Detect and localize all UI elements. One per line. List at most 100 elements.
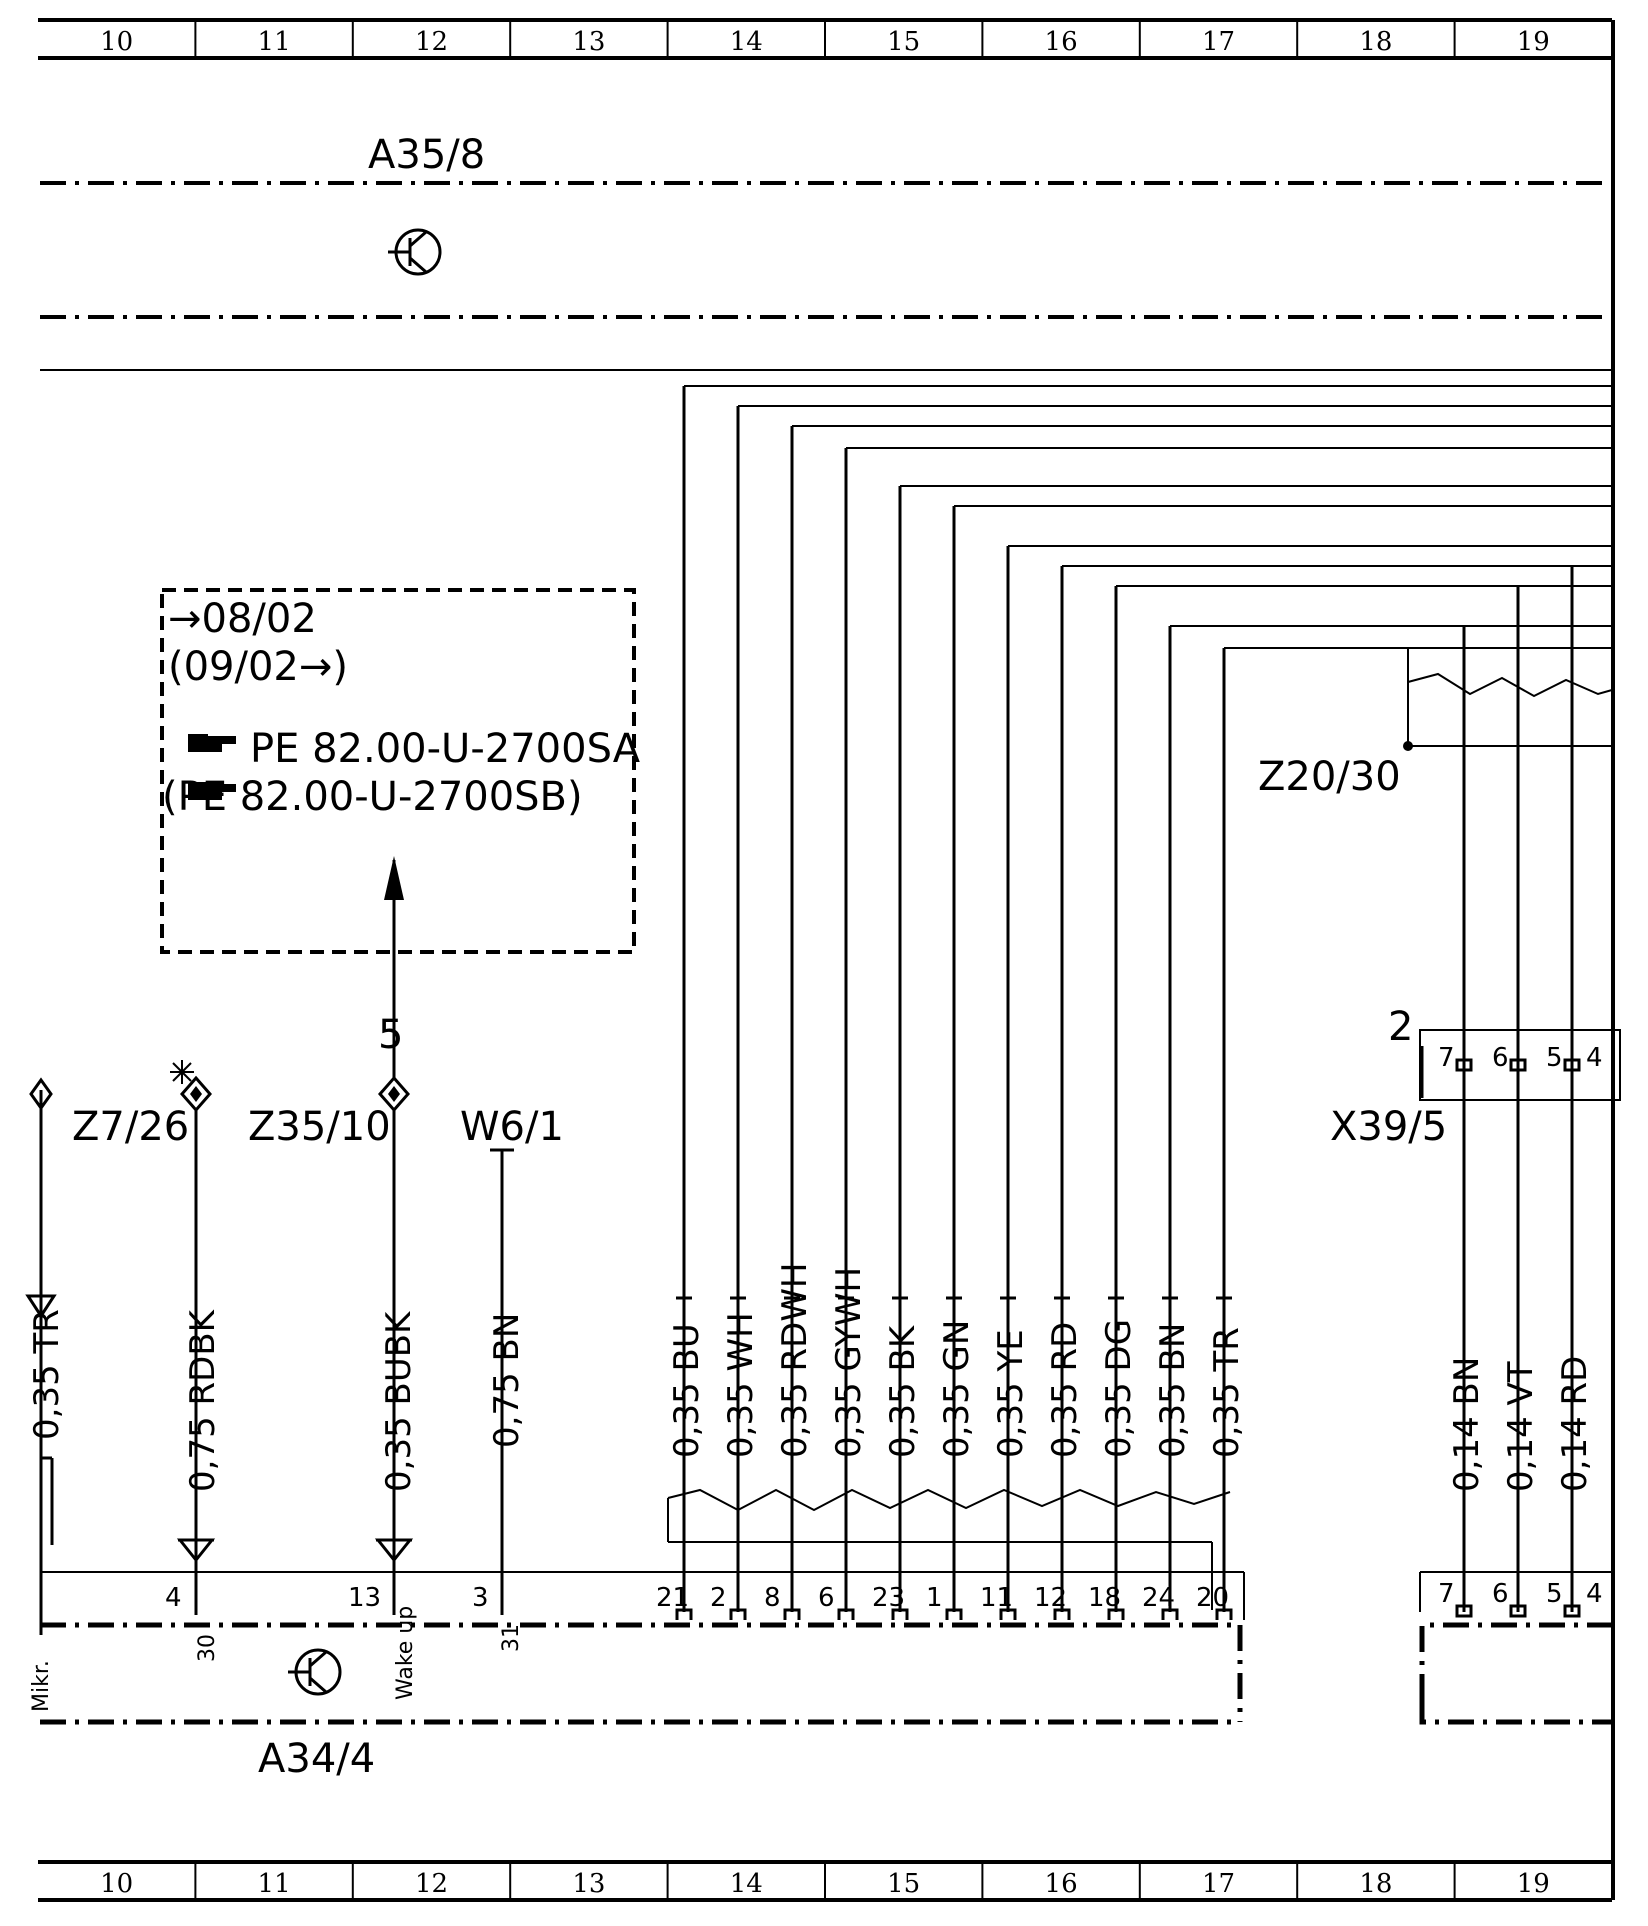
- bus-wire-label: 0,35 BK: [883, 1324, 923, 1458]
- hand-pointer-icon: [188, 734, 236, 752]
- pin-label: 21: [656, 1583, 689, 1613]
- bus-wire-5[interactable]: 0,35 BK 23: [872, 485, 1612, 1620]
- ground-w6-1-label: W6/1: [460, 1104, 564, 1150]
- pin-label: 23: [872, 1583, 905, 1613]
- wire-rdbk[interactable]: Z7/26 0,75 RDBK 4 30: [72, 1060, 223, 1662]
- wire-tr-partial[interactable]: 0,35 TR Mikr.: [25, 1077, 67, 1712]
- pin-label: 1: [926, 1583, 943, 1613]
- pin-label: 12: [1034, 1583, 1067, 1613]
- x39-pin-label: 4: [1586, 1043, 1603, 1073]
- bottom-cell-12: 12: [415, 1869, 448, 1899]
- transistor-icon: [388, 228, 442, 276]
- bus-wire-label: 0,35 BN: [1153, 1323, 1193, 1458]
- bus-wire-7[interactable]: 0,35 YE 11: [980, 545, 1612, 1620]
- note-line-1: →08/02: [168, 596, 317, 642]
- top-cell-17: 17: [1202, 27, 1235, 57]
- note-line-2: (09/02→): [168, 644, 348, 690]
- asterisk-icon: [170, 1060, 194, 1084]
- top-cell-10: 10: [100, 27, 133, 57]
- terminal-30-label: 30: [195, 1634, 220, 1662]
- reference-note-box: →08/02 (09/02→) PE 82.00-U-2700SA (PE 82…: [160, 588, 641, 954]
- bottom-cell-16: 16: [1045, 1869, 1078, 1899]
- bus-wire-label: 0,35 GYWH: [829, 1267, 869, 1458]
- top-cell-13: 13: [572, 27, 605, 57]
- wire-tr-partial-label: 0,35 TR: [27, 1309, 67, 1440]
- terminal-wake-up-label: Wake up: [393, 1606, 418, 1700]
- module-a34-4-label: A34/4: [258, 1736, 375, 1782]
- pin-label: 11: [980, 1583, 1013, 1613]
- bus-wire-6[interactable]: 0,35 GN 1: [926, 505, 1612, 1620]
- right-wire-4[interactable]: 44: [1586, 1043, 1603, 1609]
- pin-4-label: 4: [165, 1583, 182, 1613]
- splice-z20-30-label: Z20/30: [1258, 754, 1401, 800]
- bus-wire-label: 0,35 RD: [1045, 1322, 1085, 1458]
- top-cell-11: 11: [258, 27, 291, 57]
- bus-wire-3[interactable]: 0,35 RDWH 8: [764, 425, 1612, 1620]
- bottom-cell-11: 11: [258, 1869, 291, 1899]
- bus-wire-label: 0,35 BU: [667, 1323, 707, 1458]
- module-a35-8[interactable]: A35/8: [40, 132, 1612, 319]
- bottom-cell-15: 15: [887, 1869, 920, 1899]
- pin-label: 8: [764, 1583, 781, 1613]
- x39-pin-label-bottom: 5: [1546, 1579, 1563, 1609]
- x39-pin-label-bottom: 4: [1586, 1579, 1603, 1609]
- bottom-cell-18: 18: [1359, 1869, 1392, 1899]
- bus-wire-label: 0,35 WH: [721, 1312, 761, 1458]
- left-wire-group: 0,35 TR Mikr. Z7/26 0,75 RDBK 4 30: [25, 856, 564, 1712]
- connector-z7-26-label: Z7/26: [72, 1104, 189, 1150]
- top-cell-18: 18: [1359, 27, 1392, 57]
- terminal-31-label: 31: [499, 1624, 524, 1652]
- wire-rdbk-label: 0,75 RDBK: [183, 1308, 223, 1492]
- reference-5-label: 5: [378, 1012, 403, 1058]
- wire-bubk[interactable]: Z35/10 5 0,35 BUBK 13 Wake up: [248, 856, 419, 1700]
- top-cell-15: 15: [887, 27, 920, 57]
- bus-wire-4[interactable]: 0,35 GYWH 6: [818, 447, 1612, 1620]
- pin-label: 6: [818, 1583, 835, 1613]
- bus-wire-label: 0,35 TR: [1207, 1327, 1247, 1458]
- module-a35-8-label: A35/8: [368, 132, 485, 178]
- x39-pin-label: 7: [1438, 1043, 1455, 1073]
- wire-bubk-label: 0,35 BUBK: [379, 1310, 419, 1492]
- right-wire-label: 0,14 VT: [1501, 1361, 1541, 1492]
- right-wire-label: 0,14 BN: [1447, 1357, 1487, 1492]
- pin-label: 18: [1088, 1583, 1121, 1613]
- bus-wire-2[interactable]: 0,35 WH 2: [710, 405, 1612, 1620]
- top-cell-16: 16: [1045, 27, 1078, 57]
- bus-wire-8[interactable]: 0,35 RD 12: [1034, 565, 1612, 1620]
- bus-wire-label: 0,35 DG: [1099, 1319, 1139, 1458]
- pin-label: 24: [1142, 1583, 1175, 1613]
- arrow-up-icon: [384, 856, 404, 900]
- bus-wire-label: 0,35 YE: [991, 1329, 1031, 1458]
- right-wire-7[interactable]: 0,14 BN 7 7: [1438, 626, 1487, 1618]
- note-line-4: (PE 82.00-U-2700SB): [162, 774, 583, 820]
- bus-wire-label: 0,35 GN: [937, 1320, 977, 1458]
- wire-bn-ground[interactable]: W6/1 0,75 BN 3 31: [460, 1104, 564, 1652]
- x39-pin-label-bottom: 7: [1438, 1579, 1455, 1609]
- pin-13-label: 13: [348, 1583, 381, 1613]
- note-line-3: PE 82.00-U-2700SA: [250, 726, 641, 772]
- x39-pin-label-bottom: 6: [1492, 1579, 1509, 1609]
- module-a34-4[interactable]: A34/4: [40, 1488, 1245, 1782]
- bottom-cell-13: 13: [572, 1869, 605, 1899]
- bottom-cell-14: 14: [730, 1869, 763, 1899]
- bus-wire-9[interactable]: 0,35 DG 18: [1088, 585, 1612, 1620]
- terminal-mikr-label: Mikr.: [29, 1660, 54, 1712]
- connector-x39-5-label: X39/5: [1330, 1104, 1447, 1150]
- bus-wire-10[interactable]: 0,35 BN 24: [1142, 625, 1612, 1620]
- pin-label: 2: [710, 1583, 727, 1613]
- top-cell-14: 14: [730, 27, 763, 57]
- x39-pin-label: 5: [1546, 1043, 1563, 1073]
- bottom-cell-17: 17: [1202, 1869, 1235, 1899]
- pin-3-label: 3: [472, 1583, 489, 1613]
- hand-pointer-icon: [188, 782, 236, 800]
- bus-wire-label: 0,35 RDWH: [775, 1263, 815, 1459]
- bottom-cell-10: 10: [100, 1869, 133, 1899]
- splice-z20-30[interactable]: Z20/30: [1258, 648, 1613, 800]
